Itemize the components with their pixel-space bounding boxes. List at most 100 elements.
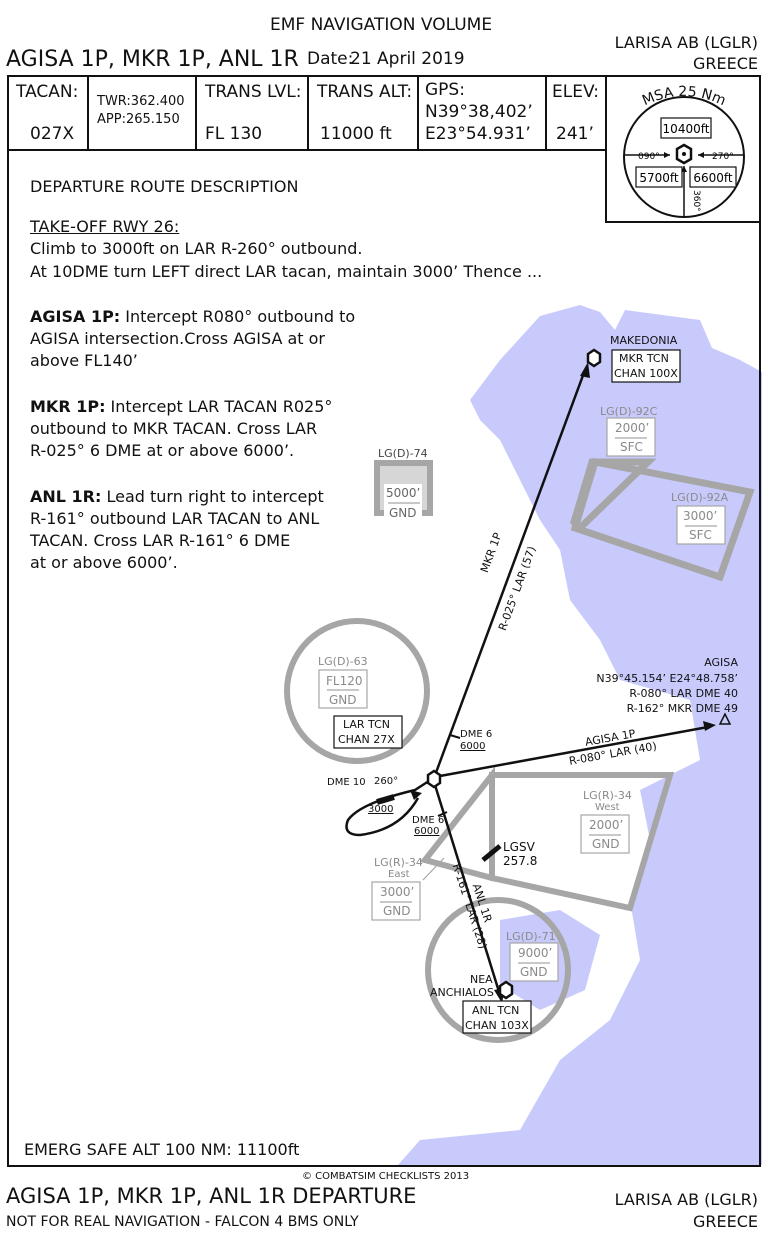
twr-freq: TWR:362.400 — [97, 94, 185, 109]
lgd92a-bot: SFC — [689, 528, 712, 542]
gps-label: GPS: — [425, 80, 465, 100]
zone-lgr34-east — [419, 766, 495, 882]
mkr-tcn-label: MKR TCN — [619, 352, 669, 365]
lgd63-bot: GND — [329, 693, 357, 707]
takeoff-line2: At 10DME turn LEFT direct LAR tacan, mai… — [30, 262, 543, 281]
mkr-name: MKR 1P: — [30, 397, 106, 416]
lar-tcn-label: LAR TCN — [343, 718, 391, 731]
lgd63-top: FL120 — [326, 674, 363, 688]
dme6-mkr-label: DME 6 — [460, 729, 493, 740]
agisa-desc-line1: AGISA 1P: Intercept R080° outbound to — [30, 306, 355, 328]
footer-subtitle: NOT FOR REAL NAVIGATION - FALCON 4 BMS O… — [6, 1214, 359, 1230]
airport-header: LARISA AB (LGLR) — [614, 33, 758, 52]
lgd92a-label: LG(D)-92A — [671, 491, 729, 504]
agisa-desc-line2: AGISA intersection.Cross AGISA at or — [30, 329, 325, 348]
lgsv-label: LGSV — [503, 840, 535, 854]
lgsv-bar — [481, 844, 502, 862]
mkr-l1: Intercept LAR TACAN R025° — [105, 397, 333, 416]
dme6-tick-anl — [437, 811, 448, 817]
date-label: Date: — [307, 49, 354, 69]
mkr-chan-label: CHAN 100X — [614, 367, 678, 380]
sea-area — [398, 305, 762, 1165]
r260-label: 260° — [374, 776, 399, 787]
anl-tacan-icon — [498, 980, 514, 1000]
anl-desc-line4: at or above 6000’. — [30, 553, 178, 572]
lgr34e-sub: East — [388, 869, 410, 880]
lgd92c-bot: SFC — [620, 440, 643, 454]
runway — [376, 794, 395, 805]
msa-brg-360: 360° — [691, 190, 701, 212]
msa-tacan-icon — [675, 143, 693, 165]
footer-airport: LARISA AB (LGLR) — [614, 1190, 758, 1209]
lgr34e-top: 3000’ — [380, 885, 415, 899]
volume-title: EMF NAVIGATION VOLUME — [270, 15, 493, 35]
elev-value: 241’ — [556, 124, 594, 144]
lgd71-label: LG(D)-71 — [506, 930, 556, 943]
gps-lat: N39°38,402’ — [425, 102, 533, 122]
trans-alt-label: TRANS ALT: — [317, 82, 413, 102]
dme10-label: DME 10 — [327, 777, 366, 788]
lgr34e-bot: GND — [383, 904, 411, 918]
msa-sectors — [624, 154, 744, 217]
lgd92a-top: 3000’ — [683, 509, 718, 523]
date-value: 21 April 2019 — [350, 49, 465, 69]
lgd74-label: LG(D)-74 — [378, 447, 428, 460]
zone-lgd92a — [570, 457, 755, 582]
takeoff-title: TAKE-OFF RWY 26: — [30, 217, 180, 236]
mkr-tacan-icon — [586, 348, 602, 368]
agisa-name: AGISA 1P: — [30, 307, 121, 326]
tacan-label: TACAN: — [16, 82, 79, 102]
anl-chan-label: CHAN 103X — [465, 1019, 529, 1032]
agisa-radial1: R-080° LAR DME 40 — [629, 687, 738, 700]
dme6-tick-mkr — [449, 734, 461, 739]
anl-tcn-label: ANL TCN — [472, 1004, 520, 1017]
app-freq: APP:265.150 — [97, 112, 180, 127]
footer-title: AGISA 1P, MKR 1P, ANL 1R DEPARTURE — [6, 1184, 417, 1208]
emerg-safe-alt: EMERG SAFE ALT 100 NM: 11100ft — [24, 1140, 300, 1159]
nea-label: NEA — [470, 973, 493, 986]
anl-l1: Lead turn right to intercept — [101, 487, 324, 506]
anl-desc-line3: TACAN. Cross LAR R-161° 6 DME — [30, 531, 291, 550]
mkr-desc-line3: R-025° 6 DME at or above 6000’. — [30, 441, 295, 460]
mkr-desc-line2: outbound to MKR TACAN. Cross LAR — [30, 419, 318, 438]
alt3000-label: 3000 — [368, 804, 394, 815]
agisa-coord: N39°45.154’ E24°48.758’ — [596, 672, 738, 685]
zone-lgd74 — [374, 460, 433, 522]
makedonia-label: MAKEDONIA — [610, 334, 678, 347]
msa-brg-090: 090° — [638, 152, 660, 162]
lgr34w-sub: West — [595, 802, 620, 813]
elev-label: ELEV: — [552, 82, 599, 102]
dme6-anl-label: DME 6 — [412, 815, 445, 826]
lgd71-top: 9000’ — [518, 946, 553, 960]
agisa-desc-line3: above FL140’ — [30, 351, 138, 370]
msa-north-alt: 10400ft — [663, 122, 710, 136]
anl-desc-line2: R-161° outbound LAR TACAN to ANL — [30, 509, 320, 528]
trans-lvl-label: TRANS LVL: — [205, 82, 302, 102]
zone-lgd71 — [425, 897, 571, 1043]
routes — [345, 369, 709, 996]
procedures-title: AGISA 1P, MKR 1P, ANL 1R — [6, 47, 299, 72]
lgr34e-label: LG(R)-34 — [374, 856, 423, 869]
anl-name: ANL 1R: — [30, 487, 102, 506]
agisa-radial2: R-162° MKR DME 49 — [626, 702, 738, 715]
lgr34w-label: LG(R)-34 — [583, 789, 632, 802]
lgd92c-top: 2000’ — [615, 421, 650, 435]
lgd74-top: 5000’ — [386, 486, 421, 500]
lgsv-freq: 257.8 — [503, 854, 538, 868]
alt6000-mkr-label: 6000 — [460, 741, 486, 752]
trans-lvl-value: FL 130 — [205, 124, 263, 144]
lgd74-bot: GND — [389, 506, 417, 520]
info-row — [7, 75, 607, 151]
mkr-desc-line1: MKR 1P: Intercept LAR TACAN R025° — [30, 396, 332, 418]
msa-se-alt: 6600ft — [693, 171, 733, 185]
tacan-value: 027X — [30, 124, 75, 144]
footer-country: GREECE — [692, 1212, 758, 1231]
lgd71-bot: GND — [520, 965, 548, 979]
alt6000-anl-label: 6000 — [414, 826, 440, 837]
lar-chan-label: CHAN 27X — [338, 733, 395, 746]
takeoff-line1: Climb to 3000ft on LAR R-260° outbound. — [30, 239, 363, 258]
zone-lgd63 — [284, 618, 430, 764]
msa-brg-270: 270° — [712, 152, 734, 162]
country-header: GREECE — [692, 54, 758, 73]
